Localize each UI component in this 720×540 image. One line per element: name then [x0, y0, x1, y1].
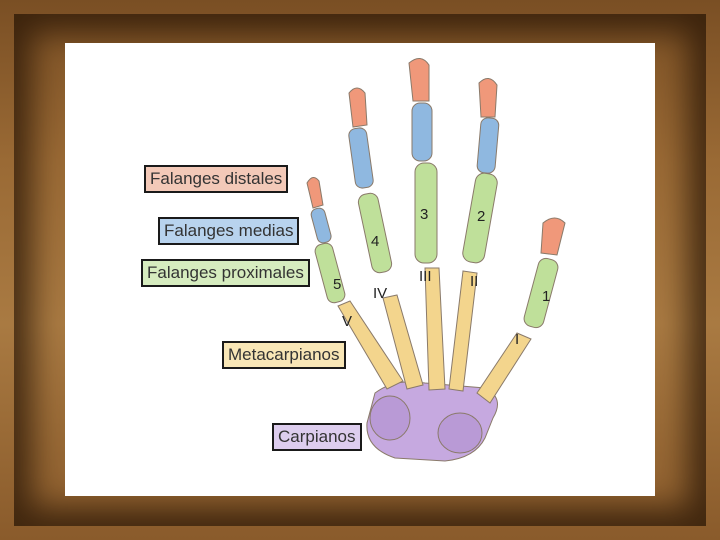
- metacarpal-numeral-5: V: [342, 313, 352, 330]
- finger-number-2: 2: [477, 208, 485, 225]
- slide-canvas: 1 2 3 4 5 I II III IV V Falanges distale…: [65, 43, 655, 496]
- metacarpal-numeral-1: I: [515, 331, 519, 348]
- metacarpal-numeral-2: II: [470, 273, 478, 290]
- label-metacarpals: Metacarpianos: [222, 341, 346, 369]
- label-distal-phalanges: Falanges distales: [144, 165, 288, 193]
- metacarpal-numeral-4: IV: [373, 285, 387, 302]
- label-proximal-phalanges: Falanges proximales: [141, 259, 310, 287]
- metacarpal-numeral-3: III: [419, 268, 432, 285]
- metacarpal-bones: [338, 268, 531, 403]
- finger-number-1: 1: [542, 288, 550, 305]
- label-carpals: Carpianos: [272, 423, 362, 451]
- finger-number-4: 4: [371, 233, 379, 250]
- label-middle-phalanges: Falanges medias: [158, 217, 299, 245]
- finger-number-3: 3: [420, 206, 428, 223]
- finger-number-5: 5: [333, 276, 341, 293]
